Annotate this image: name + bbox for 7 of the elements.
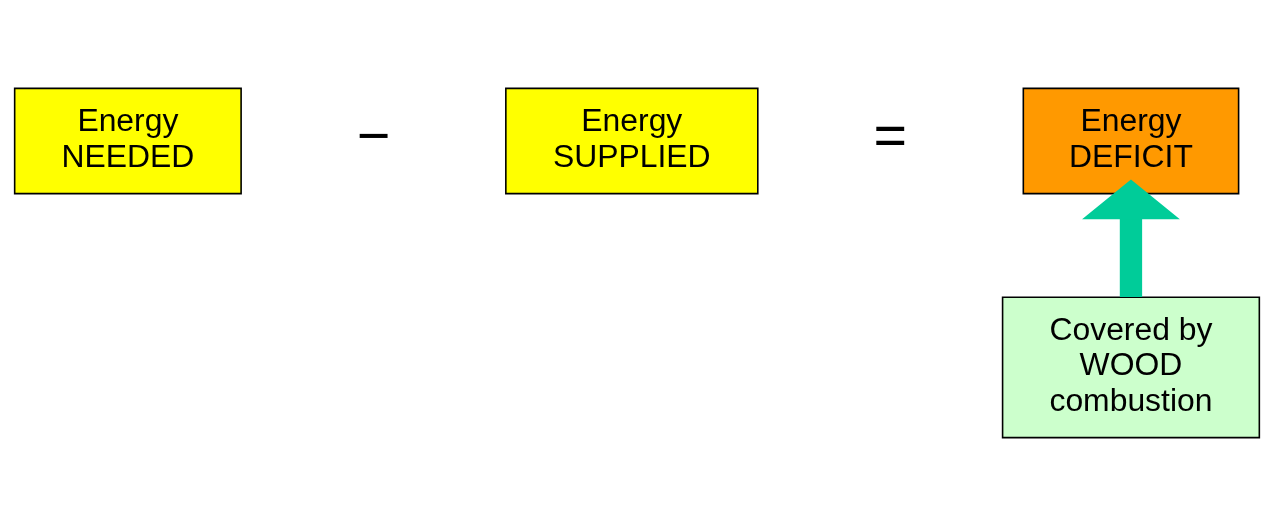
label: = xyxy=(873,102,907,167)
node-box: Energy SUPPLIED xyxy=(505,87,759,194)
label: − xyxy=(356,102,391,167)
node-box: Covered by WOOD combustion xyxy=(1001,296,1261,438)
node-box: Energy DEFICIT xyxy=(1022,87,1240,194)
arrow xyxy=(1082,178,1180,297)
node-box: Energy NEEDED xyxy=(13,87,242,194)
